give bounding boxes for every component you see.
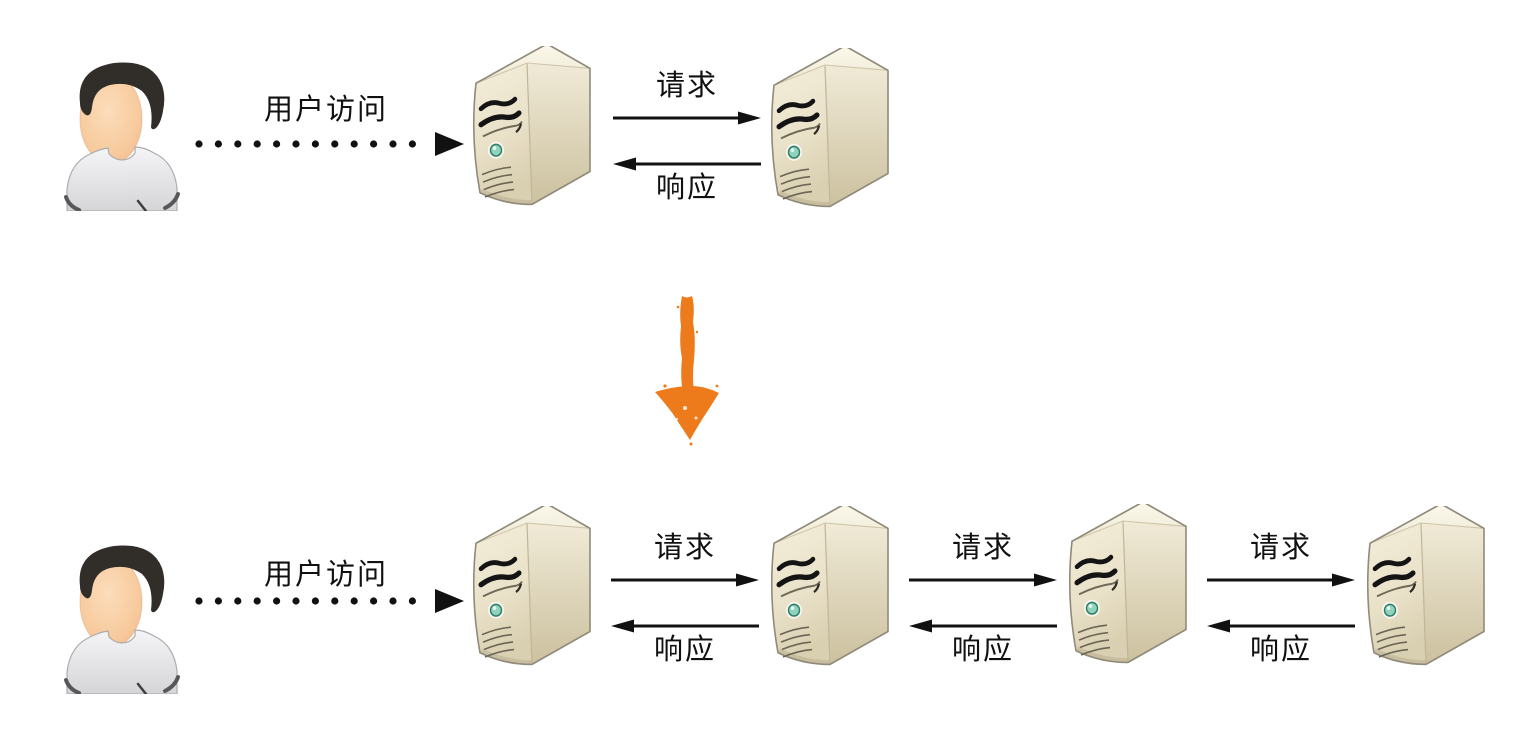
response-label: 响应 — [655, 172, 718, 204]
request-label: 请求 — [655, 70, 718, 102]
user-access-label: 用户访问 — [263, 559, 388, 591]
request-label: 请求 — [951, 532, 1014, 564]
response-arrow-icon — [1206, 618, 1356, 634]
request-label: 请求 — [1249, 532, 1312, 564]
response-label: 响应 — [951, 634, 1014, 666]
server-tower-icon — [468, 46, 594, 214]
request-response-link: 请求 响应 — [612, 70, 762, 210]
request-response-link: 请求 响应 — [610, 532, 760, 672]
server-tower-icon — [766, 506, 892, 674]
request-response-link: 请求 响应 — [1206, 532, 1356, 672]
response-arrow-icon — [612, 156, 762, 172]
request-arrow-icon — [612, 110, 762, 126]
request-arrow-icon — [908, 572, 1058, 588]
user-avatar-icon — [64, 57, 180, 211]
orange-down-arrow-icon — [645, 292, 730, 447]
server-tower-icon — [468, 506, 594, 674]
user-access-label: 用户访问 — [263, 94, 388, 126]
response-label: 响应 — [653, 634, 716, 666]
request-label: 请求 — [653, 532, 716, 564]
dotted-arrow-icon — [193, 129, 469, 159]
request-arrow-icon — [1206, 572, 1356, 588]
server-tower-icon — [1064, 504, 1190, 672]
server-tower-icon — [766, 48, 892, 216]
server-tower-icon — [1362, 506, 1488, 674]
response-arrow-icon — [908, 618, 1058, 634]
response-label: 响应 — [1249, 634, 1312, 666]
user-avatar-icon — [64, 540, 180, 694]
dotted-arrow-icon — [193, 586, 469, 616]
request-response-link: 请求 响应 — [908, 532, 1058, 672]
response-arrow-icon — [610, 618, 760, 634]
request-arrow-icon — [610, 572, 760, 588]
